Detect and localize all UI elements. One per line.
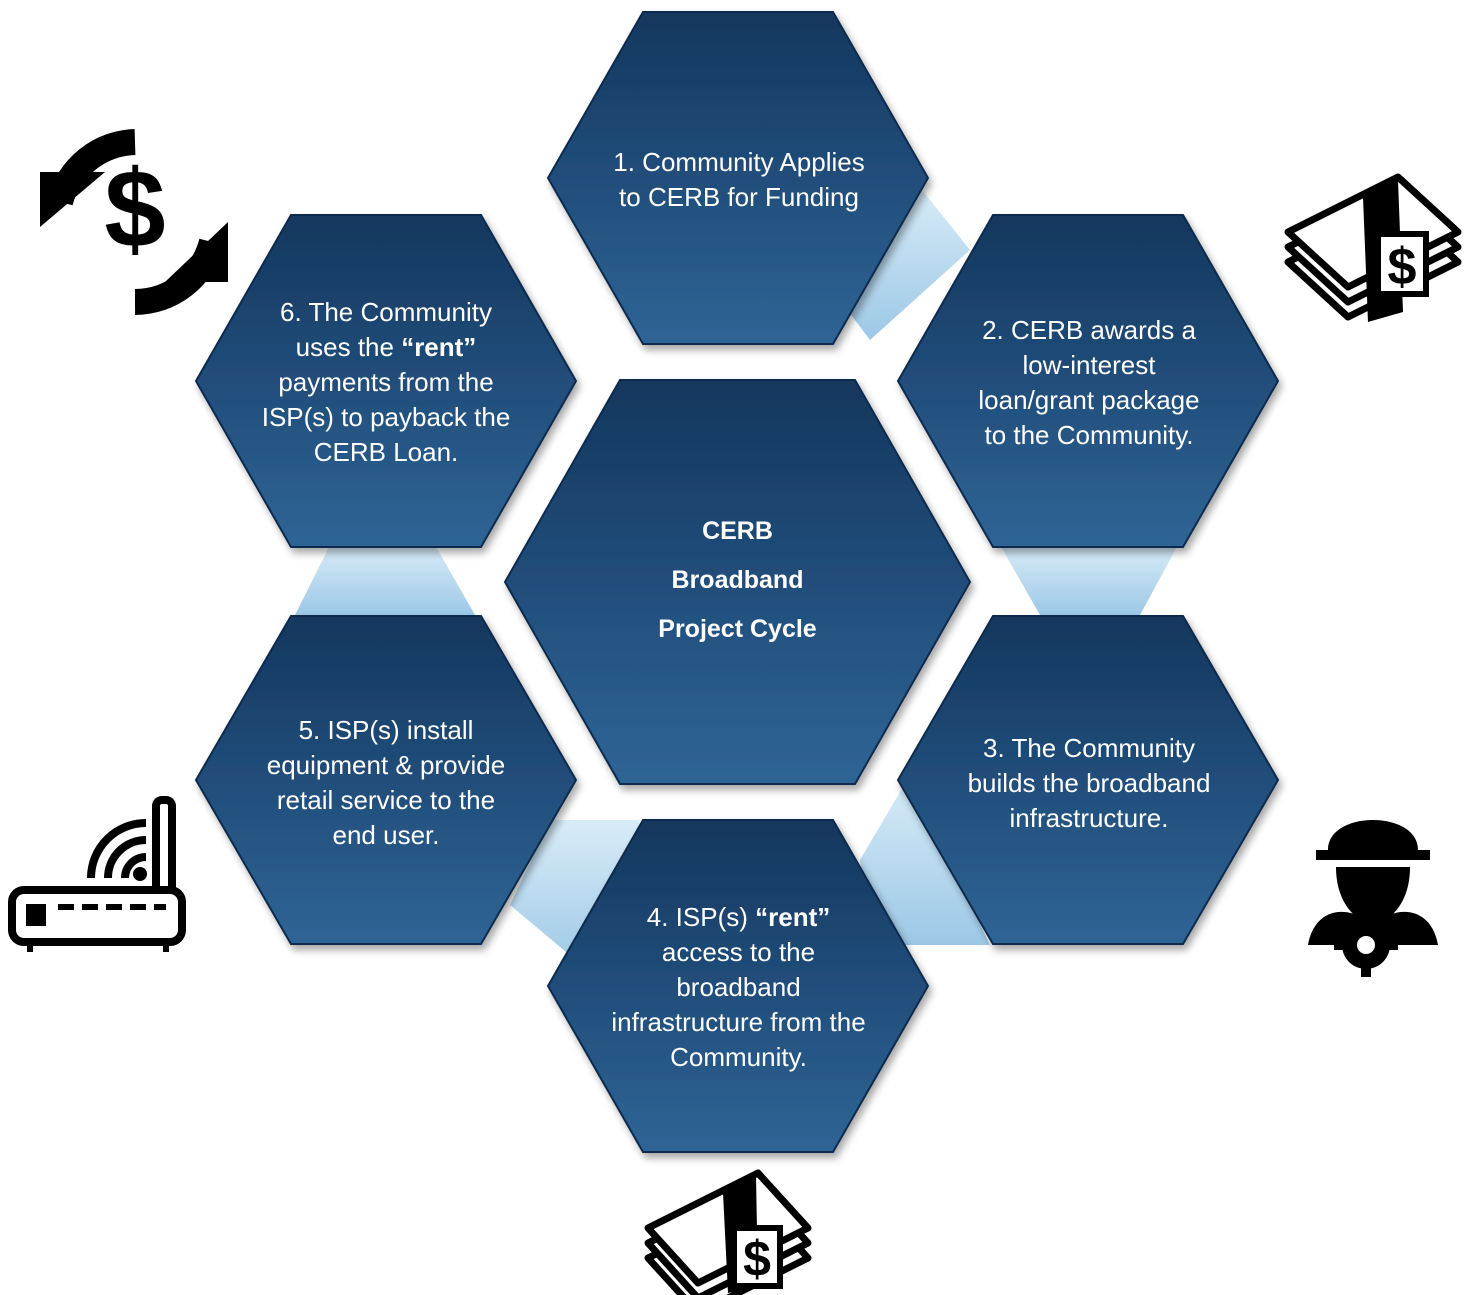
- step-1-text: 1. Community Applies to CERB for Funding: [613, 147, 865, 212]
- connector-1-2: [840, 185, 970, 340]
- step-3-label: 3. The Community builds the broadband in…: [962, 708, 1216, 858]
- svg-text:$: $: [743, 1231, 771, 1287]
- step-4-text-bold: “rent”: [755, 902, 831, 932]
- money-stack-icon-bottom: $: [644, 1169, 812, 1295]
- step-5-label: 5. ISP(s) install equipment & provide re…: [262, 690, 510, 875]
- wifi-router-icon: [8, 796, 186, 952]
- connectors: [295, 185, 1178, 972]
- hexagon-step-2: [896, 214, 1280, 548]
- hexagon-step-1: [546, 11, 930, 345]
- step-4-text-before: 4. ISP(s): [646, 902, 756, 932]
- money-stack-icon: $: [1284, 173, 1462, 322]
- hexagon-step-3: [896, 615, 1280, 945]
- center-title-line1: CERB: [702, 516, 773, 545]
- center-title-line2: Broadband: [671, 565, 804, 594]
- step-6-text-after: payments from the ISP(s) to payback the …: [261, 367, 511, 467]
- recurring-payment-icon: $: [40, 129, 228, 315]
- step-2-label: 2. CERB awards a low-interest loan/grant…: [970, 290, 1208, 475]
- hexagon-step-4: [546, 819, 930, 1153]
- connector-3-4: [860, 775, 990, 945]
- hexagon-center: [503, 379, 972, 785]
- connector-5-6: [295, 545, 475, 615]
- step-5-text: 5. ISP(s) install equipment & provide re…: [266, 714, 506, 850]
- connector-2-3: [1000, 545, 1178, 615]
- step-3-text: 3. The Community builds the broadband in…: [967, 732, 1211, 833]
- step-6-text-bold: “rent”: [401, 332, 477, 362]
- step-2-text: 2. CERB awards a low-interest loan/grant…: [978, 314, 1200, 450]
- center-title: CERB Broadband Project Cycle: [600, 500, 875, 660]
- connector-4-5: [510, 820, 640, 972]
- worker-gear-icon: [1308, 820, 1438, 977]
- hexagon-step-5: [194, 615, 578, 945]
- svg-text:$: $: [104, 148, 165, 271]
- step-6-text-before: 6. The Community uses the: [280, 297, 492, 362]
- step-4-label: 4. ISP(s) “rent” access to the broadband…: [606, 895, 871, 1080]
- center-title-line3: Project Cycle: [658, 614, 817, 643]
- hexagons: [194, 11, 1280, 1153]
- svg-text:$: $: [1388, 238, 1417, 296]
- step-4-text-after: access to the broadband infrastructure f…: [611, 937, 866, 1072]
- step-1-label: 1. Community Applies to CERB for Funding: [610, 120, 868, 240]
- hexagon-step-6: [194, 214, 578, 548]
- step-6-label: 6. The Community uses the “rent” payment…: [256, 290, 516, 475]
